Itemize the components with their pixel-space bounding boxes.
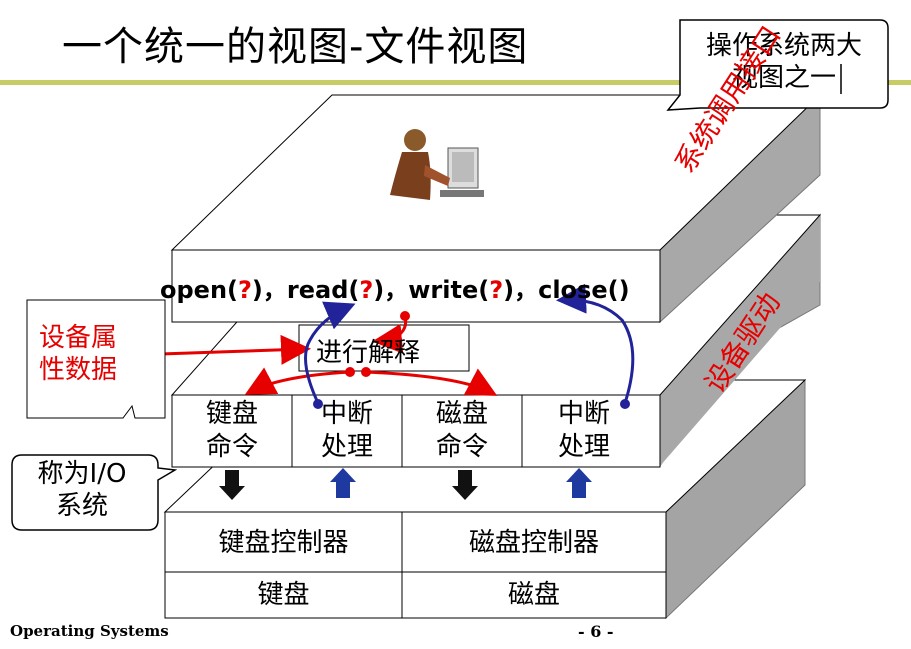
disk-controller-cell: 磁盘控制器: [468, 528, 599, 558]
footer-course: Operating Systems: [10, 622, 169, 640]
callout-top-right-text: 操作系统两大 视图之一: [686, 30, 882, 94]
keyboard-command-cell: 键盘 命令: [172, 398, 292, 464]
disk-command-line2: 命令: [435, 432, 488, 462]
interpret-label: 进行解释: [316, 338, 421, 368]
device-attributes-line2: 性数据: [38, 355, 117, 385]
api-open-close: )，: [251, 276, 287, 304]
api-write-param: ?: [489, 276, 504, 304]
red-arrow-to-disk-cmd: [364, 368, 498, 396]
keyboard-interrupt-cell: 中断 处理: [292, 398, 402, 464]
down-arrow-disk: [452, 470, 478, 500]
disk-device-cell: 磁盘: [507, 580, 560, 610]
note-device-attributes: [26, 299, 166, 419]
keyboard-interrupt-line2: 处理: [320, 432, 373, 462]
blue-arrow-interrupt-to-read: [304, 301, 356, 404]
red-arrow-to-keyboard-cmd: [244, 367, 351, 395]
io-system-text: 称为I/O 系统: [18, 458, 146, 522]
callout-top-right: [666, 19, 889, 111]
page-title: 一个统一的视图-文件视图: [62, 24, 529, 70]
api-read-param: ?: [359, 276, 374, 304]
up-arrow-disk: [566, 468, 592, 498]
down-arrow-keyboard: [219, 470, 245, 500]
io-system-line1: 称为I/O: [37, 459, 127, 489]
disk-interrupt-line2: 处理: [557, 432, 610, 462]
callout-top-right-line1: 操作系统两大: [705, 31, 862, 61]
callout-io-system: [11, 454, 178, 531]
disk-interrupt-cell: 中断 处理: [522, 398, 646, 464]
disk-command-line1: 磁盘: [435, 399, 488, 429]
blue-arrow-interrupt-to-close: [556, 283, 635, 404]
keyboard-controller-cell: 键盘控制器: [218, 528, 349, 558]
api-open: open(: [160, 276, 238, 304]
title-rule: [0, 80, 911, 85]
up-arrow-keyboard: [330, 468, 356, 498]
device-attributes-text: 设备属 性数据: [30, 322, 126, 386]
api-close: close(): [538, 276, 630, 304]
api-write: write(: [408, 276, 490, 304]
keyboard-command-line1: 键盘: [205, 399, 258, 429]
io-system-line2: 系统: [55, 491, 108, 521]
device-attributes-line1: 设备属: [38, 323, 117, 353]
disk-interrupt-line1: 中断: [557, 399, 610, 429]
disk-command-cell: 磁盘 命令: [402, 398, 522, 464]
callout-top-right-line2: 视图之一: [731, 63, 836, 93]
api-read-close: )，: [373, 276, 409, 304]
api-open-param: ?: [238, 276, 252, 304]
api-read: read(: [286, 276, 360, 304]
api-call-line: open(?)，read(?)，write(?)，close(): [160, 270, 630, 305]
person-at-computer-icon: [390, 129, 484, 225]
keyboard-interrupt-line1: 中断: [320, 399, 373, 429]
keyboard-device-cell: 键盘: [257, 580, 310, 610]
api-write-close: )，: [503, 276, 539, 304]
footer-page-number: - 6 -: [578, 622, 614, 641]
keyboard-command-line2: 命令: [205, 432, 258, 462]
syscall-block: [170, 93, 822, 324]
